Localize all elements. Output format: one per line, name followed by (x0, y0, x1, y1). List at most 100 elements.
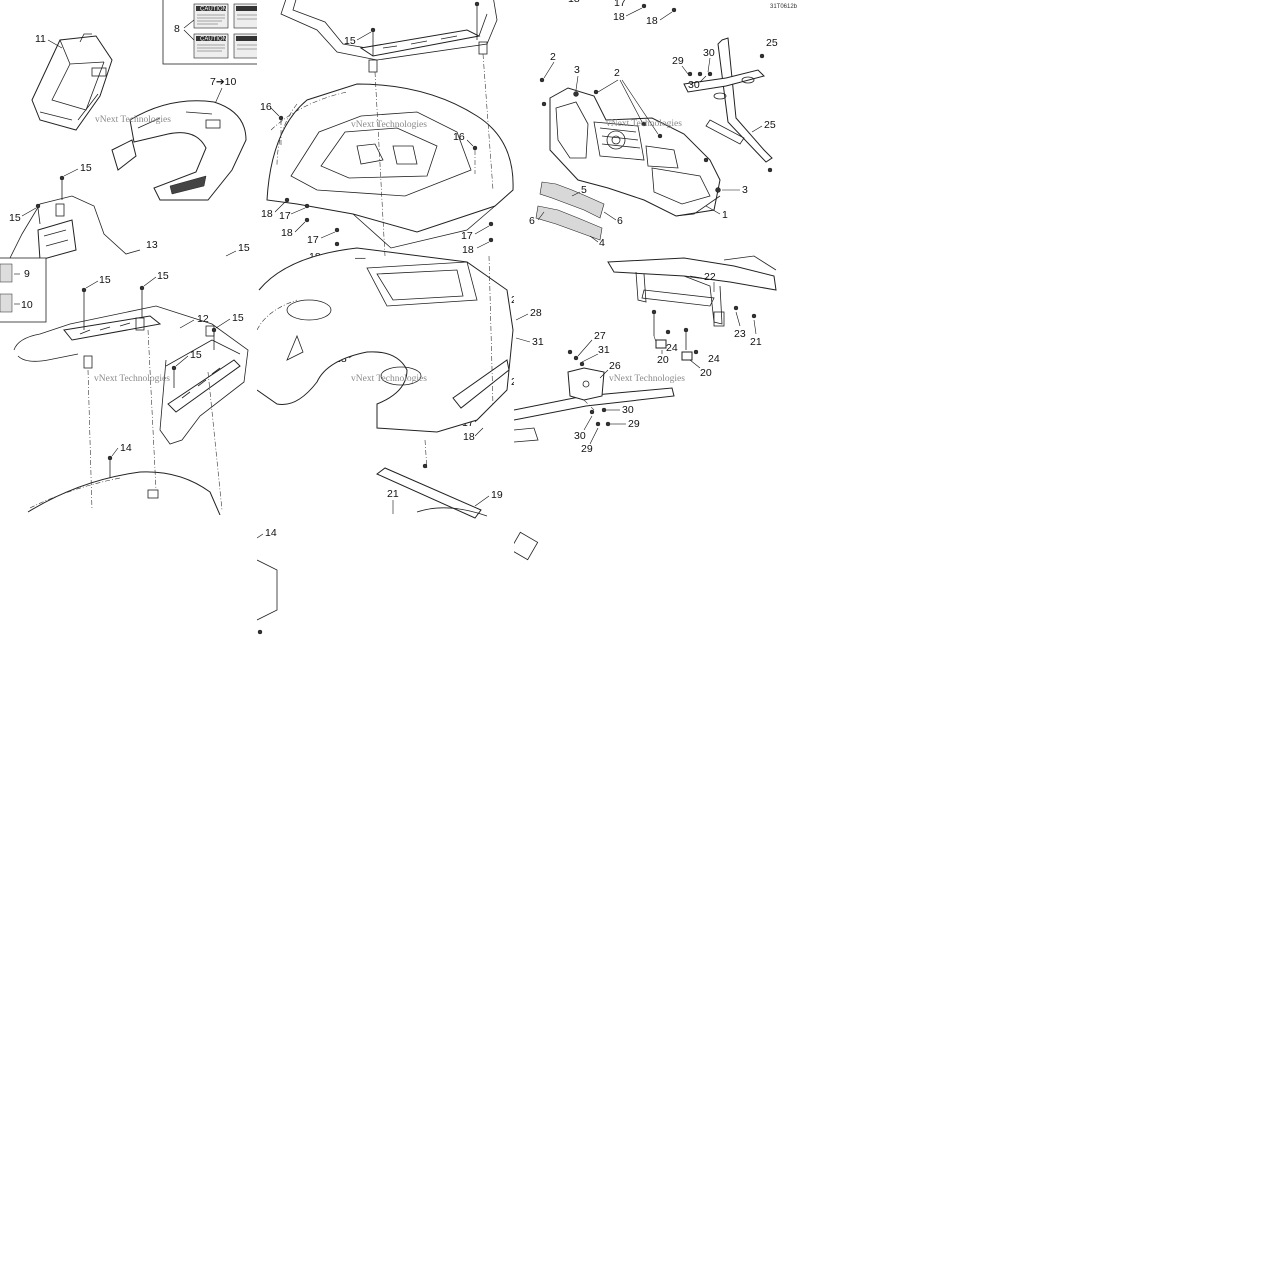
callout-2-b: 2 (614, 67, 620, 79)
callout-30-c: 30 (622, 404, 634, 416)
callout-15-e: 15 (232, 312, 244, 324)
callout-24-a: 24 (666, 342, 678, 354)
callout-8: 8 (174, 23, 180, 35)
watermark-a1: vNext Technologies (95, 115, 171, 125)
diagram-tile-left-svg: CAUTION CAUTION (0, 0, 257, 515)
callout-25-b: 25 (764, 119, 776, 131)
rear-fender-part (257, 247, 514, 433)
hardware-20-24 (651, 305, 757, 361)
callout-16-a: 16 (260, 101, 272, 113)
callout-22: 22 (704, 271, 716, 283)
callout-26: 26 (609, 360, 621, 372)
callout-15-g: 15 (238, 242, 250, 254)
callout-25-a: 25 (766, 37, 778, 49)
callout-24-b: 24 (708, 353, 720, 365)
front-frame-part (607, 255, 777, 327)
callout-27: 27 (594, 330, 606, 342)
callout-6-a: 6 (529, 215, 535, 227)
callout-23: 23 (734, 328, 746, 340)
decal-sticker-1: CAUTION (193, 3, 229, 29)
callout-4: 4 (599, 237, 605, 249)
watermark-a2: vNext Technologies (94, 374, 170, 384)
diagram-tile-right-svg: 31T0612b 17 18 18 18 1 (514, 0, 798, 561)
callout-15-d: 15 (157, 270, 169, 282)
callout-3-a: 3 (574, 64, 580, 76)
callout-12: 12 (197, 313, 209, 325)
callout-16-b: 16 (453, 131, 465, 143)
callout-25-partial: 25 (511, 376, 514, 388)
callout-29-b: 29 (628, 418, 640, 430)
rear-frame-tube-part (376, 467, 488, 519)
decal-sticker-4 (233, 33, 257, 59)
watermark-b2: vNext Technologies (351, 374, 427, 384)
callout-31-b: 31 (532, 336, 544, 348)
clip-3-a (573, 91, 579, 97)
callout-15-b: 15 (9, 212, 21, 224)
callout-30-a: 30 (703, 47, 715, 59)
callout-arrow-fragment: — (355, 252, 366, 264)
rear-fender-trim-part (111, 100, 247, 201)
callout-15-a: 15 (80, 162, 92, 174)
grille-5-part (539, 181, 605, 219)
callout-5: 5 (581, 184, 587, 196)
callout-15-c: 15 (99, 274, 111, 286)
callout-10: 10 (21, 299, 33, 311)
watermark-b1: vNext Technologies (351, 120, 427, 130)
callout-17-a: 17 (279, 210, 291, 222)
callout-21-a: 21 (387, 488, 399, 500)
callout-3-b: 3 (742, 184, 748, 196)
callout-18-top: 18 (568, 0, 580, 5)
front-rack-part (280, 0, 498, 73)
callout-18-h: 18 (646, 15, 658, 27)
callout-18-g: 18 (613, 11, 625, 23)
front-bracket-part (683, 37, 773, 163)
screws-2 (539, 77, 709, 163)
decal-sticker-3 (233, 3, 257, 29)
callout-17-c: 17 (461, 230, 473, 242)
callout-6-b: 6 (617, 215, 623, 227)
diagram-reference-code: 31T0612b (770, 4, 798, 10)
watermark-c1: vNext Technologies (606, 119, 682, 129)
watermark-c2: vNext Technologies (609, 374, 685, 384)
diagram-tile-middle: 15 16 16 (257, 0, 514, 640)
callout-17-f: 17 (614, 0, 626, 9)
callout-1: 1 (722, 209, 728, 221)
callout-14-b: 14 (265, 527, 277, 539)
callout-29-a: 29 (672, 55, 684, 67)
callout-2-a: 2 (550, 51, 556, 63)
grille-4-part (535, 205, 603, 241)
callout-31-a: 31 (598, 344, 610, 356)
bolts-15 (35, 175, 217, 388)
callout-30-b: 30 (688, 79, 700, 91)
callout-19: 19 (491, 489, 503, 501)
callout-range-7-10: 7➔10 (210, 76, 236, 88)
callout-18-a: 18 (261, 208, 273, 220)
diagram-tile-left: CAUTION CAUTION (0, 0, 257, 515)
callout-14: 14 (120, 442, 132, 454)
front-fender-part (266, 83, 514, 249)
callout-13: 13 (146, 239, 158, 251)
front-bumper-fascia-part (549, 87, 721, 217)
rear-fender-outline (27, 471, 221, 515)
callout-15-f: 15 (190, 349, 202, 361)
callout-27-partial: 27 (511, 294, 514, 306)
callout-28: 28 (530, 307, 542, 319)
diagram-tile-right: 31T0612b 17 18 18 18 1 (514, 0, 800, 565)
decal-1-header: CAUTION (200, 7, 227, 13)
storage-cover-part (31, 33, 113, 131)
callout-15-h: 15 (344, 35, 356, 47)
decal-sticker-2: CAUTION (193, 33, 229, 59)
callout-29-c: 29 (581, 443, 593, 455)
upper-rack-part (9, 195, 141, 261)
callout-9: 9 (24, 268, 30, 280)
callout-18-b: 18 (281, 227, 293, 239)
diagram-tile-middle-svg: 15 16 16 (257, 0, 514, 635)
callout-18-f: 18 (463, 431, 475, 443)
tow-bracket-part (514, 367, 675, 561)
callout-11: 11 (35, 33, 46, 45)
callout-17-b: 17 (307, 234, 319, 246)
callout-18-d: 18 (462, 244, 474, 256)
callout-30-d: 30 (574, 430, 586, 442)
decal-2-header: CAUTION (200, 37, 227, 43)
clip-3-b (715, 187, 721, 193)
